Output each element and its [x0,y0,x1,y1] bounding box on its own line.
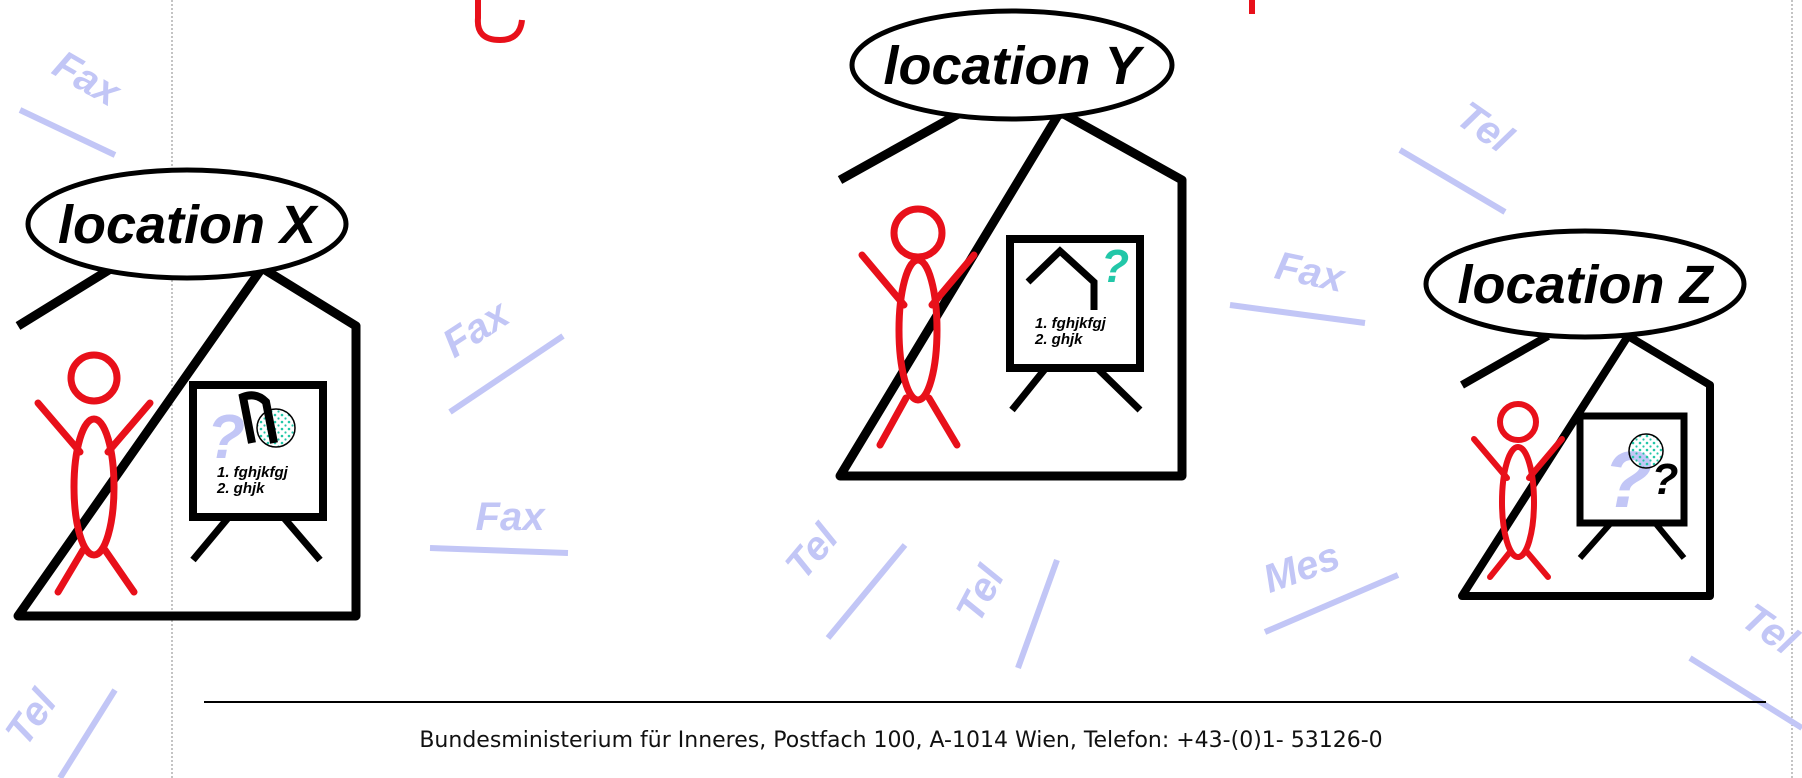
flipchart-icon: ? 1. fghjkfgj 2. ghjk [1006,235,1144,413]
location-x-bubble [25,167,349,281]
location-y-bubble [849,8,1175,122]
question-mark-icon: ? [1101,240,1129,292]
channel-tel-1-label: Tel [1449,93,1521,162]
stick-figure-icon [34,351,154,596]
channel-mes-1-label: Mes [1257,534,1345,602]
channel-fax-3-label: Fax [476,495,547,539]
house-icon [835,107,1187,481]
channel-mes-1: Mes [1257,534,1400,635]
channel-tel-2: Tel [777,515,908,640]
heading-fragment-left [474,0,525,44]
location-z: location Z ? ? [1423,228,1747,600]
house-icon [1458,332,1714,600]
channel-tel-5: Tel [1688,595,1802,731]
sketch-mark [238,391,278,444]
sketch-mark [1025,246,1098,310]
channel-fax-1-label: Fax [46,42,129,115]
channel-tel-3-label: Tel [948,558,1014,629]
channel-fax-4-label: Fax [1271,244,1349,302]
board-item-2: 2. ghjk [216,480,265,497]
flipchart-icon: ? ? [1576,412,1688,560]
channel-fax-3: Fax [429,495,569,556]
location-x-label: location X [58,195,319,255]
dotted-circle-icon [1628,433,1664,469]
channel-tel-3: Tel [948,558,1060,670]
channel-tel-1: Tel [1398,93,1521,215]
board-item-1: 1. fghjkfgj [217,464,289,481]
board-item-2: 2. ghjk [1034,331,1083,348]
channel-fax-2: Fax [435,291,565,415]
flipchart-icon: ? 1. fghjkfgj 2. ghjk [189,381,327,563]
channel-fax-2-label: Fax [435,291,518,366]
location-y-label: location Y [883,36,1145,96]
location-z-label: location Z [1458,255,1715,315]
channel-fax-1: Fax [18,42,129,158]
location-x: location X ? 1. fghjkfgj 2. ghjk [13,167,361,621]
house-icon [13,263,361,621]
stick-figure-icon [1471,401,1565,580]
board-item-1: 1. fghjkfgj [1035,315,1107,332]
channel-tel-2-label: Tel [777,515,847,587]
location-z-bubble [1423,228,1747,340]
question-mark-icon: ? [1652,455,1679,504]
question-mark-icon: ? [207,403,245,472]
footer-address: Bundesministerium für Inneres, Postfach … [419,728,1383,753]
stick-figure-icon [858,205,978,449]
location-y: location Y ? 1. fghjkfgj 2. ghjk [835,8,1187,481]
channel-fax-4: Fax [1229,244,1366,326]
